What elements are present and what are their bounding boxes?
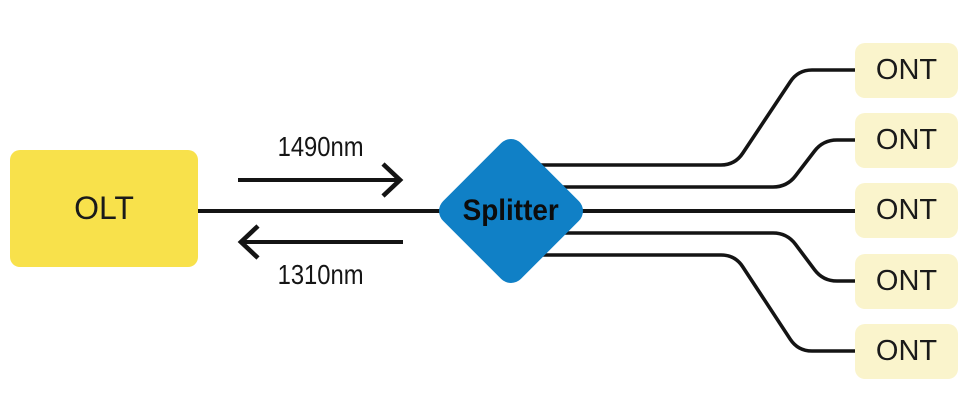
left-arrow-icon	[237, 224, 260, 260]
splitter-label: Splitter	[462, 194, 560, 227]
downstream-wavelength-label: 1490nm	[277, 131, 365, 162]
fiber-branch-ont4	[548, 231, 856, 283]
fiber-branch-ont2	[548, 138, 856, 189]
upstream-wavelength-label-wrap: 1310nm	[236, 259, 406, 291]
ont-label: ONT	[875, 265, 938, 297]
ont-label: ONT	[875, 54, 938, 86]
ont-node-5: ONT	[855, 324, 958, 379]
ont-node-2: ONT	[855, 113, 958, 168]
ont-label: ONT	[875, 335, 938, 367]
fiber-branch-ont5	[525, 253, 856, 353]
ont-label: ONT	[875, 194, 938, 226]
upstream-wavelength-label: 1310nm	[277, 259, 365, 290]
olt-node: OLT	[10, 150, 198, 267]
olt-label: OLT	[74, 190, 134, 226]
ont-node-1: ONT	[855, 43, 958, 98]
ont-label: ONT	[875, 124, 938, 156]
splitter-label-wrap: Splitter	[411, 186, 611, 236]
ont-node-4: ONT	[855, 254, 958, 309]
fiber-branch-ont1	[525, 68, 856, 167]
right-arrow-icon	[381, 162, 404, 198]
ont-node-3: ONT	[855, 183, 958, 238]
downstream-wavelength-label-wrap: 1490nm	[236, 131, 406, 163]
